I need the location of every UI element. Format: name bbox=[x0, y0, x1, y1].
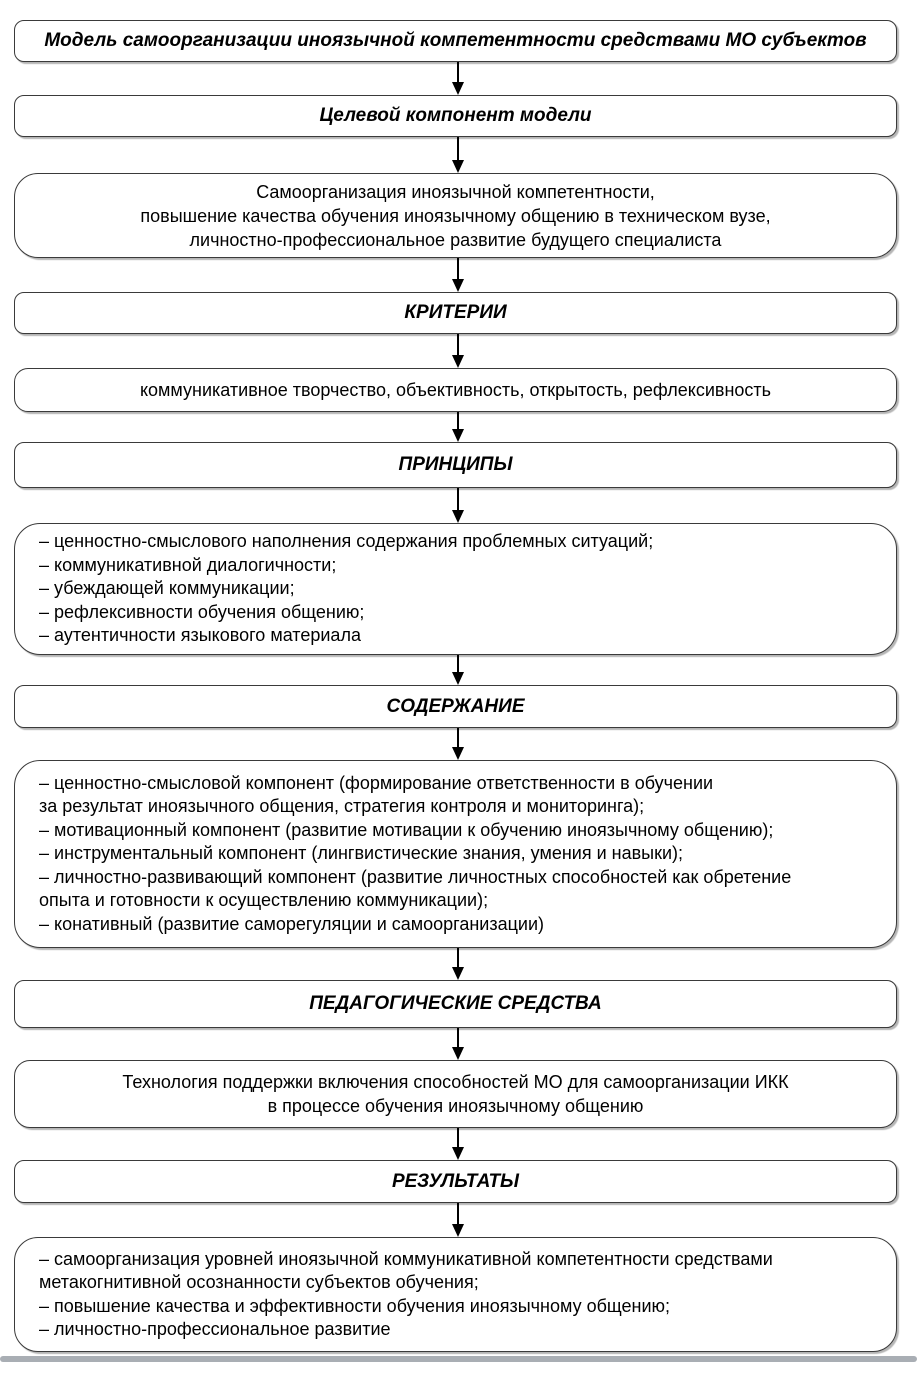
pedagogical-tools-header-text: ПЕДАГОГИЧЕСКИЕ СРЕДСТВА bbox=[309, 993, 602, 1014]
arrow-head-icon bbox=[452, 747, 464, 760]
goals-text: Самоорганизация иноязычной компетентност… bbox=[140, 181, 771, 250]
box-target-component: Целевой компонент модели bbox=[14, 95, 897, 137]
arrow-head-icon bbox=[452, 510, 464, 523]
arrow-head-icon bbox=[452, 1224, 464, 1237]
principles-list-text: – ценностно-смыслового наполнения содерж… bbox=[39, 531, 654, 646]
down-arrow-2 bbox=[451, 137, 465, 173]
down-arrow-10 bbox=[451, 1028, 465, 1060]
arrow-head-icon bbox=[452, 355, 464, 368]
arrow-shaft bbox=[457, 1203, 459, 1224]
arrow-shaft bbox=[457, 948, 459, 967]
down-arrow-1 bbox=[451, 62, 465, 95]
arrow-shaft bbox=[457, 137, 459, 160]
principles-header-text: ПРИНЦИПЫ bbox=[398, 454, 513, 475]
target-component-text: Целевой компонент модели bbox=[319, 105, 592, 126]
box-content-header: СОДЕРЖАНИЕ bbox=[14, 685, 897, 728]
arrow-head-icon bbox=[452, 429, 464, 442]
box-results-list: – самоорганизация уровней иноязычной ком… bbox=[14, 1237, 897, 1352]
content-list-text: – ценностно-смысловой компонент (формиро… bbox=[39, 772, 792, 934]
arrow-head-icon bbox=[452, 967, 464, 980]
technology-text: Технология поддержки включения способнос… bbox=[122, 1072, 789, 1116]
arrow-head-icon bbox=[452, 160, 464, 173]
down-arrow-7 bbox=[451, 655, 465, 685]
down-arrow-5 bbox=[451, 412, 465, 442]
down-arrow-8 bbox=[451, 728, 465, 760]
down-arrow-11 bbox=[451, 1128, 465, 1160]
down-arrow-4 bbox=[451, 334, 465, 368]
box-goals: Самоорганизация иноязычной компетентност… bbox=[14, 173, 897, 258]
down-arrow-3 bbox=[451, 258, 465, 292]
arrow-shaft bbox=[457, 488, 459, 510]
arrow-shaft bbox=[457, 1028, 459, 1047]
arrow-shaft bbox=[457, 728, 459, 747]
down-arrow-12 bbox=[451, 1203, 465, 1237]
arrow-shaft bbox=[457, 655, 459, 672]
arrow-shaft bbox=[457, 334, 459, 355]
box-principles-header: ПРИНЦИПЫ bbox=[14, 442, 897, 488]
arrow-shaft bbox=[457, 1128, 459, 1147]
criteria-list-text: коммуникативное творчество, объективност… bbox=[139, 380, 772, 400]
box-content-list: – ценностно-смысловой компонент (формиро… bbox=[14, 760, 897, 948]
results-list-text: – самоорганизация уровней иноязычной ком… bbox=[39, 1248, 773, 1340]
arrow-shaft bbox=[457, 62, 459, 82]
arrow-head-icon bbox=[452, 279, 464, 292]
arrow-head-icon bbox=[452, 82, 464, 95]
box-model-title: Модель самоорганизации иноязычной компет… bbox=[14, 20, 897, 62]
criteria-header-text: КРИТЕРИИ bbox=[404, 302, 507, 323]
arrow-head-icon bbox=[452, 1147, 464, 1160]
horizontal-scrollbar[interactable] bbox=[0, 1356, 917, 1362]
box-results-header: РЕЗУЛЬТАТЫ bbox=[14, 1160, 897, 1203]
box-criteria-header: КРИТЕРИИ bbox=[14, 292, 897, 334]
box-pedagogical-tools-header: ПЕДАГОГИЧЕСКИЕ СРЕДСТВА bbox=[14, 980, 897, 1028]
box-criteria-list: коммуникативное творчество, объективност… bbox=[14, 368, 897, 412]
content-header-text: СОДЕРЖАНИЕ bbox=[386, 695, 525, 717]
box-technology: Технология поддержки включения способнос… bbox=[14, 1060, 897, 1128]
arrow-shaft bbox=[457, 258, 459, 279]
arrow-shaft bbox=[457, 412, 459, 429]
down-arrow-6 bbox=[451, 488, 465, 523]
arrow-head-icon bbox=[452, 1047, 464, 1060]
down-arrow-9 bbox=[451, 948, 465, 980]
box-principles-list: – ценностно-смыслового наполнения содерж… bbox=[14, 523, 897, 655]
results-header-text: РЕЗУЛЬТАТЫ bbox=[391, 1170, 520, 1192]
arrow-head-icon bbox=[452, 672, 464, 685]
model-title-text: Модель самоорганизации иноязычной компет… bbox=[44, 30, 867, 51]
